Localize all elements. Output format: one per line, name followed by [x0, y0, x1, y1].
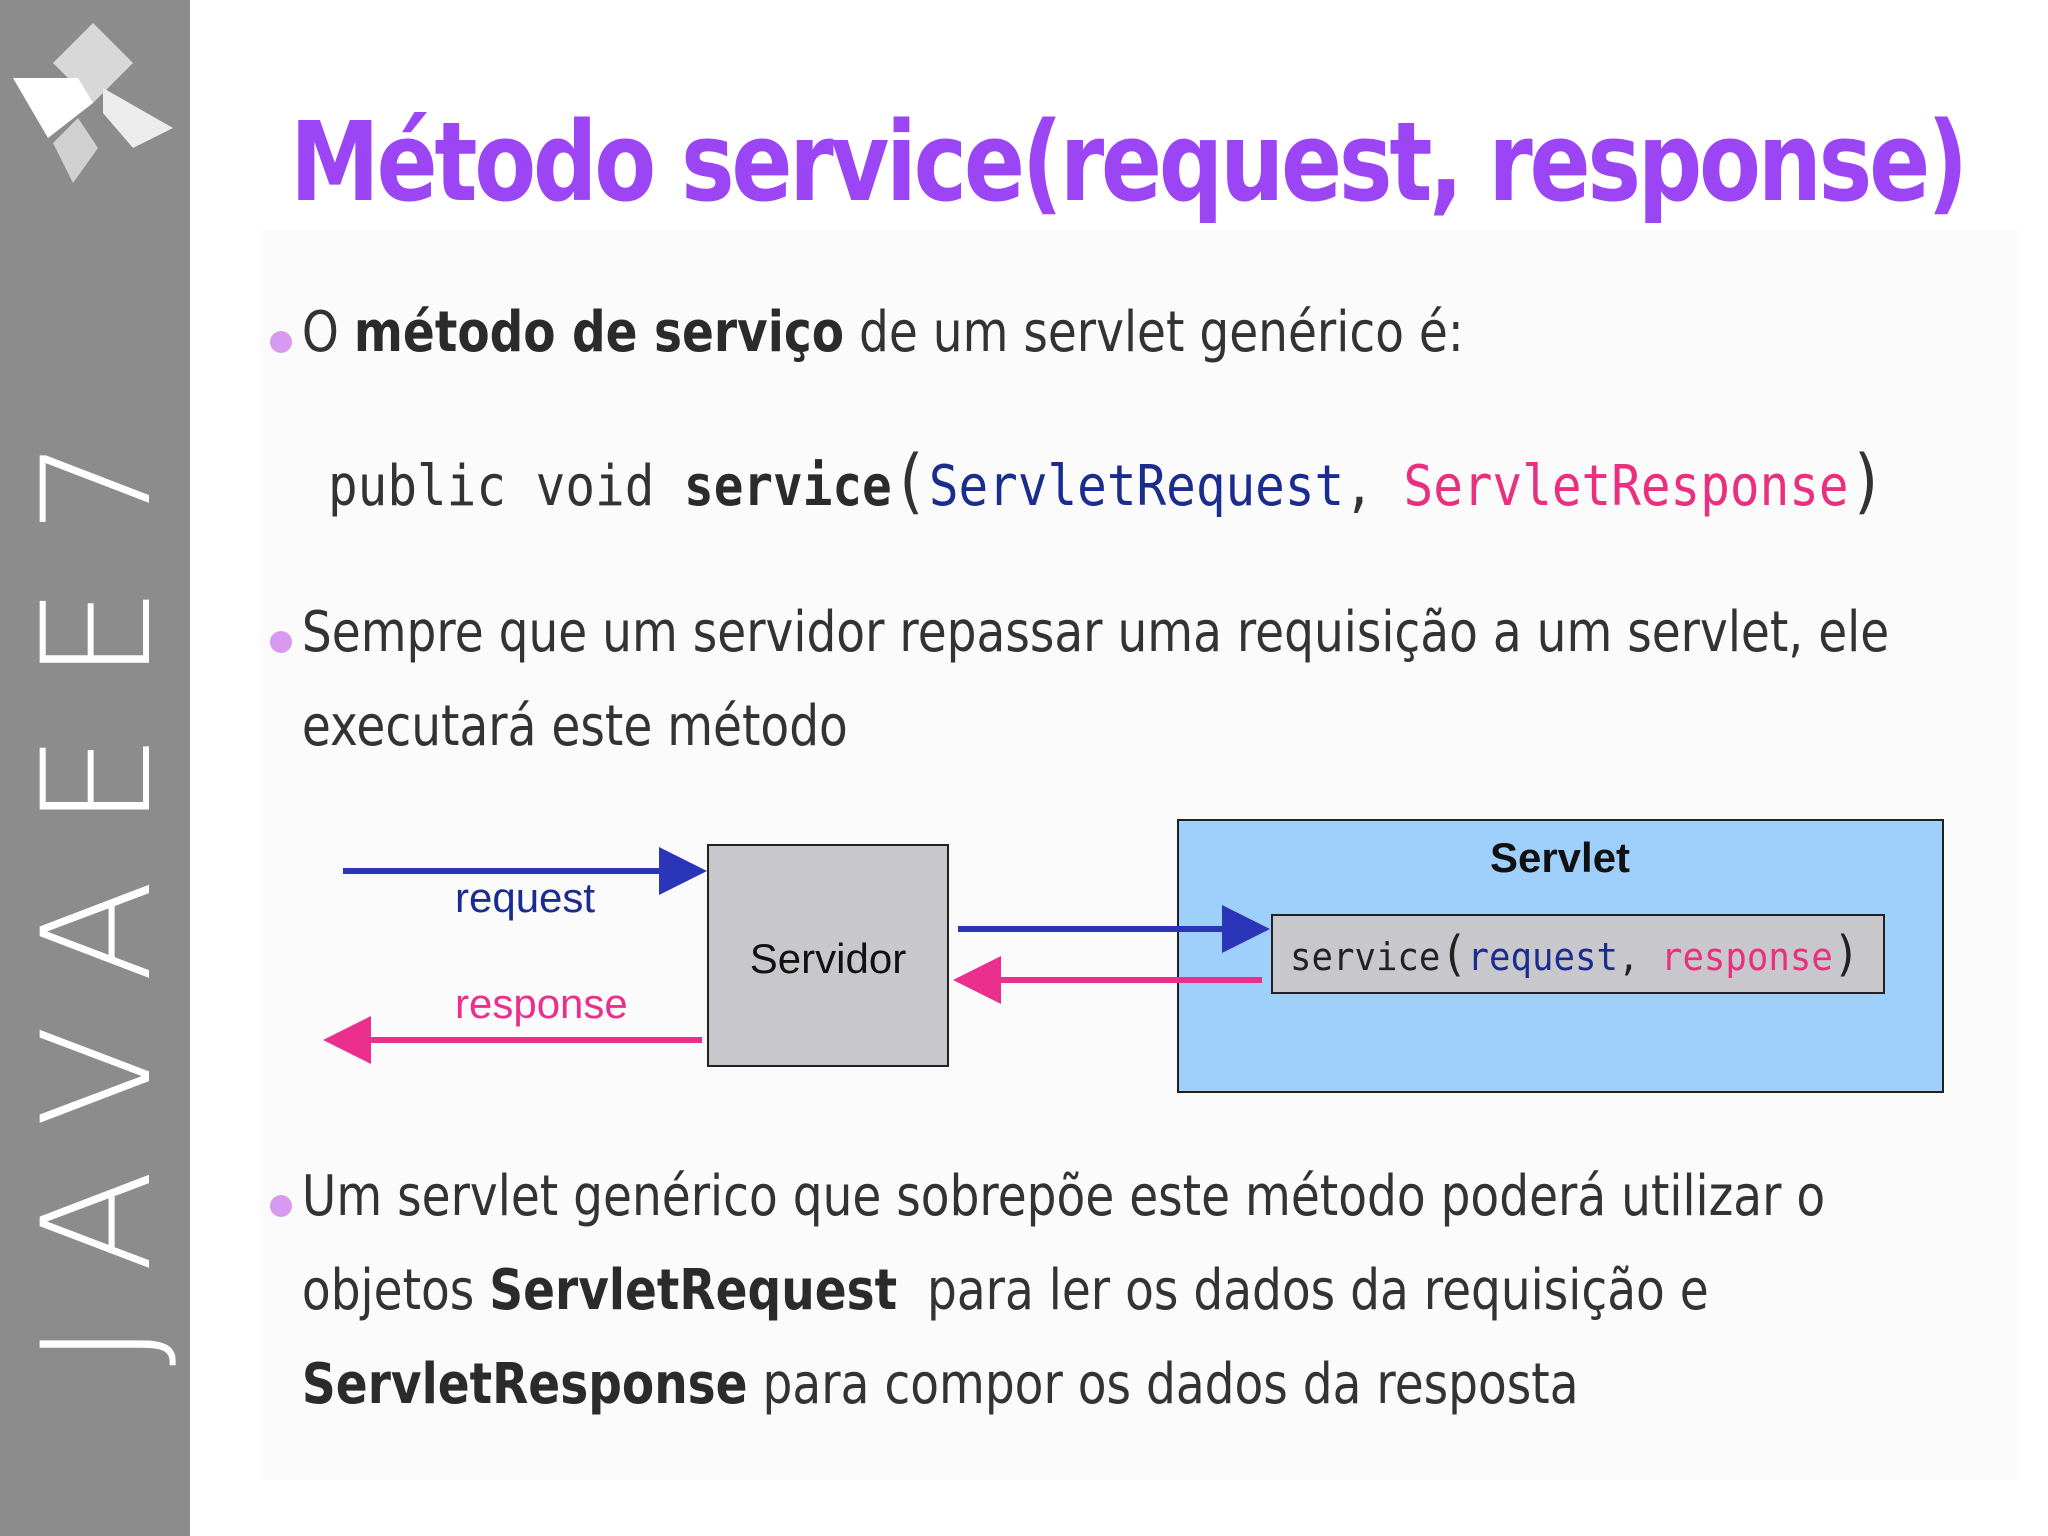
bullet-dot [270, 1195, 292, 1217]
slide-content: Método service(request, response) O méto… [190, 0, 2048, 1536]
bullet-1-text: O método de serviço de um servlet genéri… [301, 300, 1464, 365]
service-call-text: service(request, response) [1290, 926, 1860, 982]
method-signature: public void service(ServletRequest, Serv… [328, 440, 1886, 522]
bullet-3-line-2: objetos ServletRequest para ler os dados… [301, 1258, 1709, 1323]
sidebar-vertical-label: JAVAEE7 [11, 386, 185, 1366]
bullet-dot [270, 331, 292, 353]
server-box [707, 844, 949, 1067]
java-ee-diamond-logo-icon [13, 23, 173, 183]
bullet-3: Um servlet genérico que sobrepõe este mé… [270, 1150, 1990, 1432]
request-label: request [455, 874, 595, 921]
request-response-diagram: request response Servidor Servlet servic… [323, 819, 1944, 1093]
service-call-box [1271, 914, 1885, 994]
response-label: response [455, 980, 628, 1027]
bullet-2: Sempre que um servidor repassar uma requ… [270, 586, 1990, 774]
bullet-3-line-1: Um servlet genérico que sobrepõe este mé… [301, 1164, 1826, 1229]
bullet-dot [270, 631, 292, 653]
slide-title: Método service(request, response) [290, 98, 1968, 226]
servlet-label: Servlet [1490, 834, 1630, 881]
bullet-1: O método de serviço de um servlet genéri… [270, 286, 1990, 380]
bullet-2-line-2: executará este método [301, 694, 848, 759]
bullet-3-line-3: ServletResponse para compor os dados da … [301, 1352, 1579, 1417]
bullet-2-line-1: Sempre que um servidor repassar uma requ… [301, 600, 1890, 665]
sidebar: JAVAEE7 [0, 0, 190, 1536]
server-label: Servidor [750, 935, 906, 982]
